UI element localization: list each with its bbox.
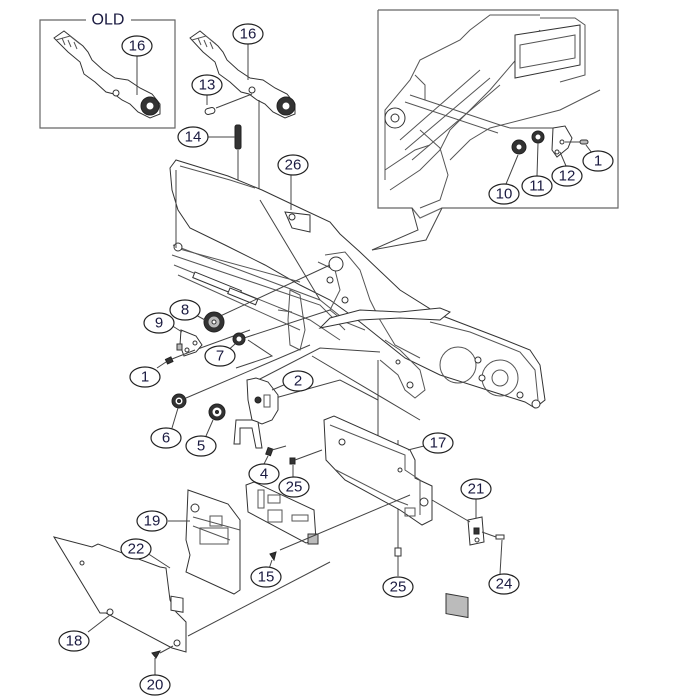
screw-4 <box>265 445 287 457</box>
callout: 26 <box>277 154 309 176</box>
callout-label: 24 <box>496 576 513 593</box>
callout-label: 16 <box>129 38 146 55</box>
callout-label: 18 <box>66 633 83 650</box>
callout: 21 <box>460 478 492 500</box>
cover-19 <box>185 489 241 595</box>
callout: 13 <box>191 74 223 96</box>
callout-label: 19 <box>144 513 161 530</box>
callout: 4 <box>248 463 280 485</box>
callout: 1 <box>582 150 614 172</box>
callout-label: 10 <box>496 186 513 203</box>
callout-label: 2 <box>294 373 302 390</box>
washer-6 <box>171 393 187 409</box>
callout: 6 <box>150 427 182 449</box>
callout-label: 17 <box>430 435 447 452</box>
connector-21 <box>431 498 485 619</box>
callout-label: 21 <box>468 481 485 498</box>
spring <box>234 124 242 150</box>
callout-label: 8 <box>181 302 189 319</box>
callout: 24 <box>488 573 520 595</box>
callout: 25 <box>382 576 414 598</box>
callout: 2 <box>282 370 314 392</box>
callout: 12 <box>551 165 583 187</box>
callout: 18 <box>58 630 90 652</box>
callout: 10 <box>488 183 520 205</box>
gear-8 <box>203 311 225 333</box>
old-part-inset: OLD <box>39 12 176 129</box>
callout-label: 15 <box>258 569 275 586</box>
callout: 7 <box>204 345 236 367</box>
screw-25-b <box>394 547 402 557</box>
pin <box>204 93 253 116</box>
callout: 15 <box>250 566 282 588</box>
callout-label: 7 <box>216 348 224 365</box>
screw-20 <box>151 645 174 659</box>
callout-label: 12 <box>559 168 576 185</box>
callout: 8 <box>169 299 201 321</box>
callout: 14 <box>177 126 209 148</box>
callout-label: 11 <box>529 178 545 195</box>
callout-label: 4 <box>260 466 268 483</box>
callout-label: 5 <box>197 438 205 455</box>
callout-label: 22 <box>128 541 145 558</box>
side-plate-18 <box>52 536 331 653</box>
bracket-9 <box>176 329 203 357</box>
callout: 11 <box>521 175 553 197</box>
gear-7 <box>232 332 246 346</box>
callout: 20 <box>139 674 171 696</box>
callouts: 16 16 13 14 26 10 11 12 1 8 9 7 1 2 6 5 … <box>58 23 614 696</box>
callout-label: 16 <box>240 26 257 43</box>
callout: 19 <box>136 510 168 532</box>
callout: 16 <box>232 23 264 45</box>
pcb-board <box>245 481 411 551</box>
callout: 22 <box>120 538 152 560</box>
callout-label: 25 <box>390 579 407 596</box>
frame-17 <box>323 415 433 526</box>
screw-15 <box>269 551 277 562</box>
lever-arm <box>189 30 296 119</box>
screw-25-a <box>289 449 323 465</box>
detail-inset <box>377 9 619 219</box>
lever-arm-old <box>53 30 161 119</box>
label-22 <box>170 595 184 613</box>
callout-label: 13 <box>199 77 216 94</box>
callout-label: 25 <box>286 479 303 496</box>
screw-24 <box>481 531 505 540</box>
feeder-body <box>169 159 546 409</box>
callout-label: 1 <box>594 153 602 170</box>
callout-label: 26 <box>285 157 302 174</box>
callout: 5 <box>185 435 217 457</box>
motor-2 <box>233 377 279 449</box>
callout-label: 1 <box>141 369 149 386</box>
callout: 16 <box>121 35 153 57</box>
callout: 1 <box>129 366 161 388</box>
callout: 17 <box>422 432 454 454</box>
callout-label: 6 <box>162 430 170 447</box>
callout-label: 20 <box>147 677 164 694</box>
callout-label: 14 <box>185 129 202 146</box>
old-label: OLD <box>92 12 125 29</box>
callout: 25 <box>278 476 310 498</box>
callout-label: 9 <box>155 315 163 332</box>
screw-1 <box>164 349 196 365</box>
callout: 9 <box>143 312 175 334</box>
washer-5 <box>208 403 226 421</box>
